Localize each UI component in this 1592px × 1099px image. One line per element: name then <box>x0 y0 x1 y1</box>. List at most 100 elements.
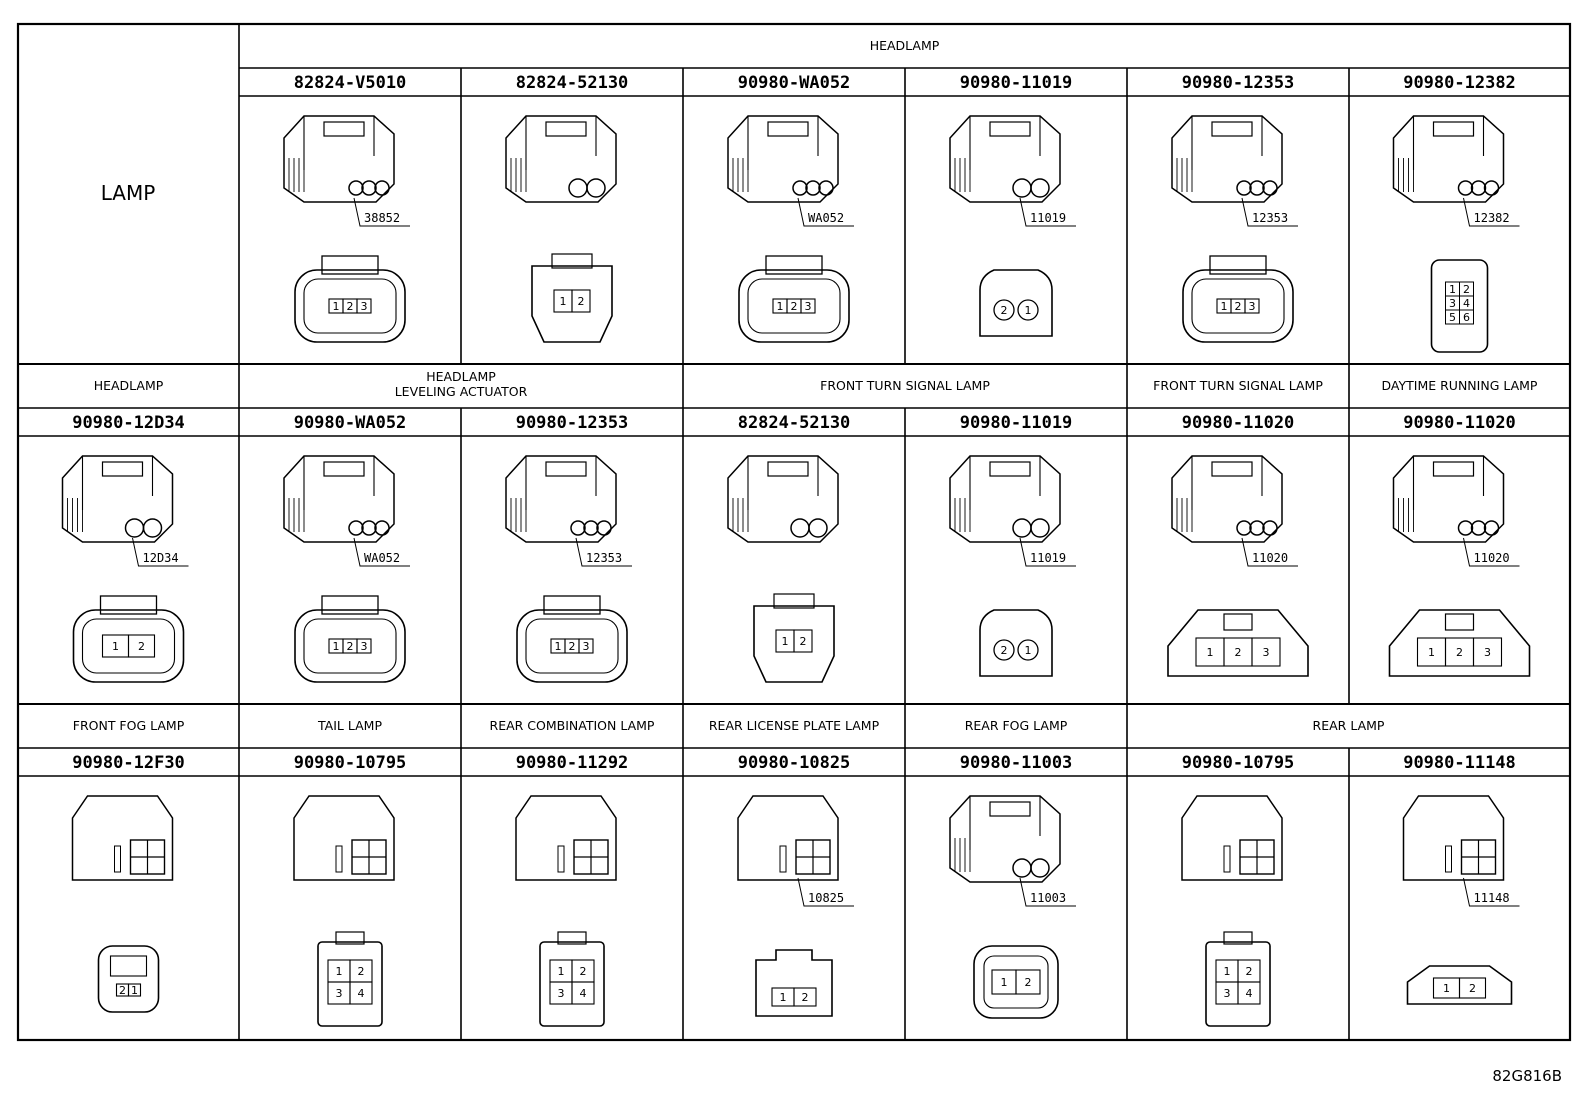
callout-label: 11019 <box>1030 211 1066 225</box>
pin-number: 2 <box>1246 965 1253 978</box>
pin-number: 2 <box>347 300 354 313</box>
callout-leader <box>575 537 632 567</box>
group-header-label: REAR LAMP <box>1313 718 1385 733</box>
pin-number: 2 <box>1001 304 1008 317</box>
pin-number: 1 <box>777 300 784 313</box>
connector-face <box>1167 609 1309 677</box>
pin-number: 2 <box>138 640 145 653</box>
part-number: 90980-12D34 <box>72 413 185 433</box>
pin-number: 1 <box>112 640 119 653</box>
group-header: DAYTIME RUNNING LAMP <box>1382 378 1538 393</box>
part-number: 90980-11020 <box>1403 413 1516 433</box>
connector-body <box>727 115 839 203</box>
callout-label: WA052 <box>364 551 400 565</box>
callout-leader <box>353 197 410 227</box>
terminal-hole <box>808 518 828 538</box>
pin-number: 3 <box>805 300 812 313</box>
pin-number: 2 <box>802 991 809 1004</box>
connector-body <box>505 115 617 203</box>
connector-face <box>539 941 605 1027</box>
connector-face-inner <box>81 618 176 674</box>
terminal-hole <box>1030 858 1050 878</box>
terminal-hole <box>790 518 810 538</box>
pin-cell <box>356 298 372 314</box>
pin-cell <box>1459 309 1474 325</box>
part-number: 90980-11148 <box>1403 753 1516 773</box>
pin-cell <box>1251 637 1281 667</box>
table-grid <box>16 22 1572 1042</box>
terminal-hole <box>348 520 364 536</box>
group-header-label: FRONT TURN SIGNAL LAMP <box>820 378 990 393</box>
callout-leader <box>132 537 189 567</box>
terminal-hole <box>142 518 163 538</box>
pin-number: 3 <box>1263 646 1270 659</box>
callout-leader <box>1019 537 1076 567</box>
pin-cell <box>1244 298 1260 314</box>
callout-label: 11019 <box>1030 551 1066 565</box>
corner-label: LAMP <box>101 181 156 205</box>
group-header-label: LEVELING ACTUATOR <box>395 384 528 399</box>
connector-face <box>1205 941 1271 1027</box>
pin-number: 2 <box>1469 982 1476 995</box>
connector-rib <box>1223 845 1231 873</box>
terminal-hole <box>805 180 821 196</box>
part-number: 90980-10825 <box>738 753 851 773</box>
pin-number: 2 <box>580 965 587 978</box>
pin-number: 1 <box>560 295 567 308</box>
pin-number: 3 <box>1484 646 1491 659</box>
group-header: REAR FOG LAMP <box>965 718 1068 733</box>
pin-number: 2 <box>358 965 365 978</box>
terminal-hole <box>1483 520 1500 536</box>
pin-cell <box>1472 637 1503 667</box>
pin-number: 4 <box>358 987 365 1000</box>
group-header-label: REAR LICENSE PLATE LAMP <box>709 718 880 733</box>
pin-number: 2 <box>1235 646 1242 659</box>
connector-latch <box>545 461 587 477</box>
callout-label: 12382 <box>1474 211 1510 225</box>
group-header-label: DAYTIME RUNNING LAMP <box>1382 378 1538 393</box>
pin-number: 1 <box>333 640 340 653</box>
connector-lock <box>557 931 587 945</box>
pin-number: 1 <box>336 965 343 978</box>
pin-number: 2 <box>1456 646 1463 659</box>
connector-body <box>949 115 1061 203</box>
connector-face <box>738 269 850 343</box>
pin-cell <box>793 629 813 653</box>
connector-face-inner <box>525 618 619 674</box>
connector-lock <box>1444 613 1475 631</box>
connector-lock <box>765 255 823 275</box>
connector-rib <box>335 845 343 873</box>
group-header: FRONT FOG LAMP <box>73 718 185 733</box>
connector-face <box>973 945 1059 1019</box>
part-number: 82824-52130 <box>738 413 851 433</box>
terminal-hole <box>1262 520 1278 536</box>
group-header: HEADLAMP <box>870 38 940 53</box>
terminal-hole <box>1470 180 1487 196</box>
group-header-label: TAIL LAMP <box>317 718 382 733</box>
pin-number: 1 <box>1207 646 1214 659</box>
part-number: 90980-12382 <box>1403 73 1516 93</box>
pin-number: 1 <box>555 640 562 653</box>
terminal-hole <box>1236 520 1252 536</box>
terminal-hole <box>583 520 599 536</box>
group-header-label: HEADLAMP <box>426 369 496 384</box>
pin-cell <box>993 639 1015 661</box>
pin-cell <box>800 298 816 314</box>
connector-body <box>1402 795 1505 881</box>
group-header-label: FRONT TURN SIGNAL LAMP <box>1153 378 1323 393</box>
callout-label: 38852 <box>364 211 400 225</box>
pin-number: 3 <box>558 987 565 1000</box>
connector-face <box>753 605 835 683</box>
group-header-label: REAR FOG LAMP <box>965 718 1068 733</box>
pin-number: 1 <box>131 984 138 997</box>
connector-body <box>61 455 174 543</box>
connector-latch <box>989 801 1031 817</box>
pin-number: 3 <box>1249 300 1256 313</box>
